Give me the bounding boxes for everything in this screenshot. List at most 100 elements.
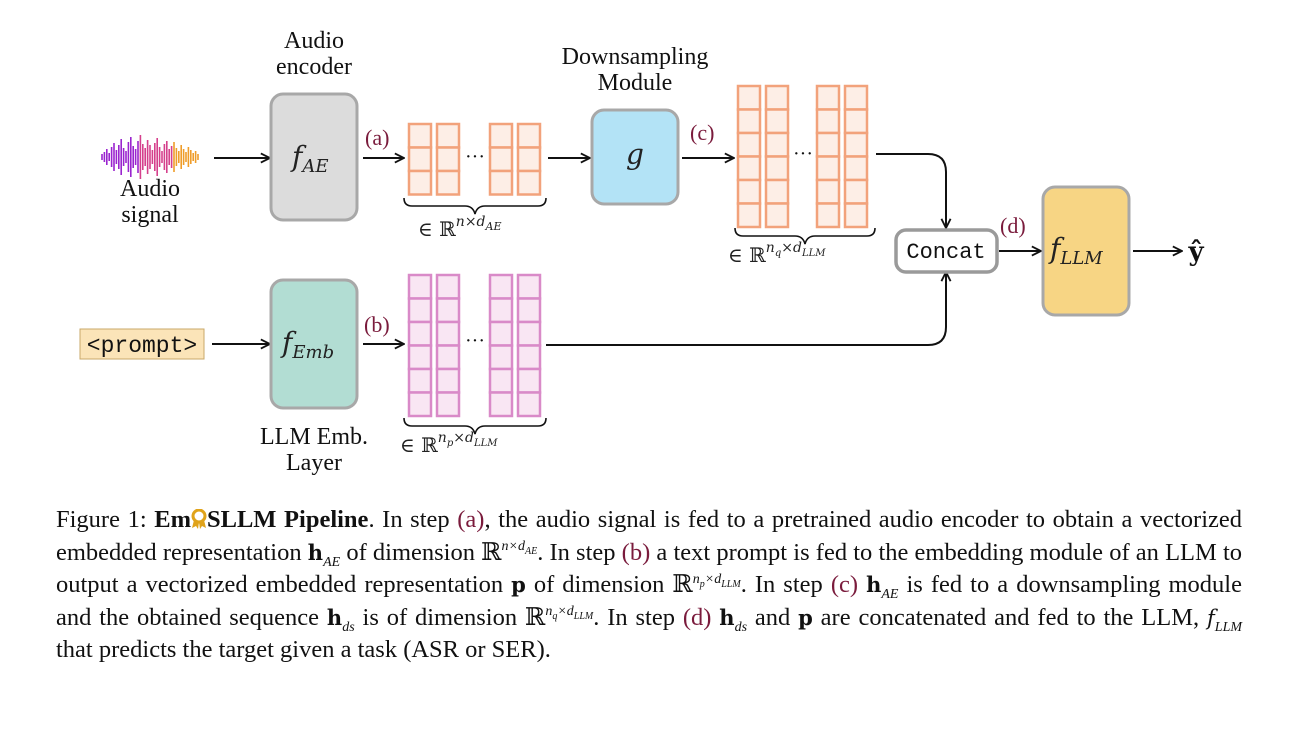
audio-signal-label-line1: Audio	[120, 176, 180, 202]
g-symbol: g	[626, 138, 644, 171]
llm-embedding-layer-box	[269, 278, 359, 410]
token-cell	[843, 202, 869, 229]
token-cell	[407, 320, 433, 347]
token-cell	[488, 122, 514, 149]
ref-step-a[interactable]: (a)	[457, 506, 485, 533]
dim-q-label: ∈ ℝnq×dLLM	[728, 240, 826, 267]
step-c-label: (c)	[690, 120, 714, 145]
token-cell	[736, 131, 762, 158]
token-cell	[736, 202, 762, 229]
token-cell	[435, 273, 461, 300]
token-cell	[516, 344, 542, 371]
token-cell	[488, 146, 514, 173]
token-cell	[516, 273, 542, 300]
token-cell	[736, 178, 762, 205]
concat-box	[894, 228, 999, 274]
token-cell	[764, 131, 790, 158]
token-cell	[407, 297, 433, 324]
token-cell	[435, 320, 461, 347]
downsampling-label-line2: Module	[598, 70, 673, 96]
dim-p-label: ∈ ℝnp×dLLM	[400, 430, 498, 457]
prompt-embedding-tokens	[407, 273, 542, 418]
ellipsis-p: ···	[465, 330, 485, 352]
token-cell	[764, 202, 790, 229]
token-cell	[764, 155, 790, 182]
ref-step-c[interactable]: (c)	[830, 571, 859, 598]
token-cell	[407, 367, 433, 394]
output-y-hat: ŷ	[1187, 237, 1204, 267]
token-cell	[488, 297, 514, 324]
figure-label: Figure 1:	[56, 506, 147, 533]
brace-q	[734, 227, 876, 245]
downsampling-module-box	[590, 108, 680, 206]
medal-icon	[191, 509, 207, 529]
token-cell	[516, 297, 542, 324]
audio-embedding-tokens	[407, 122, 542, 196]
token-cell	[764, 108, 790, 135]
brace-ae	[403, 197, 547, 215]
token-cell	[516, 122, 542, 149]
token-cell	[736, 155, 762, 182]
token-cell	[407, 146, 433, 173]
token-cell	[407, 169, 433, 196]
token-cell	[815, 84, 841, 111]
token-cell	[815, 108, 841, 135]
audio-encoder-label-line2: encoder	[276, 54, 352, 80]
downsampled-tokens	[736, 84, 869, 229]
dim-ae-label: ∈ ℝn×dAE	[418, 214, 502, 241]
prompt-box	[79, 328, 205, 360]
token-cell	[407, 273, 433, 300]
token-cell	[488, 344, 514, 371]
token-cell	[488, 169, 514, 196]
brace-p	[403, 417, 547, 435]
token-cell	[736, 84, 762, 111]
token-cell	[815, 178, 841, 205]
token-cell	[488, 367, 514, 394]
token-cell	[843, 84, 869, 111]
ellipsis-ae: ···	[465, 146, 485, 168]
token-cell	[488, 273, 514, 300]
ref-step-d[interactable]: (d)	[682, 603, 712, 631]
arrow-tokens-to-concat	[876, 153, 946, 228]
llm-emb-label-line1: LLM Emb.	[260, 424, 368, 450]
step-b-label: (b)	[364, 312, 390, 337]
audio-encoder-box	[269, 92, 359, 222]
token-cell	[516, 391, 542, 418]
token-cell	[516, 146, 542, 173]
downsampling-label-line1: Downsampling	[562, 44, 709, 70]
step-a-label: (a)	[365, 125, 389, 150]
token-cell	[488, 320, 514, 347]
token-cell	[407, 122, 433, 149]
token-cell	[815, 131, 841, 158]
token-cell	[435, 367, 461, 394]
token-cell	[764, 84, 790, 111]
arrow-prompt-tokens-to-concat	[546, 272, 946, 346]
token-cell	[764, 178, 790, 205]
f-llm-symbol: fLLM	[1048, 232, 1103, 269]
token-cell	[435, 297, 461, 324]
token-cell	[516, 169, 542, 196]
token-cell	[516, 320, 542, 347]
ref-step-b[interactable]: (b)	[621, 538, 651, 566]
llm-emb-label-line2: Layer	[286, 450, 342, 476]
token-cell	[843, 155, 869, 182]
audio-encoder-label-line1: Audio	[284, 28, 344, 54]
concat-label: Concat	[906, 240, 985, 265]
ellipsis-q: ···	[793, 143, 813, 165]
token-cell	[435, 122, 461, 149]
pipeline-diagram: Audio signal Audio encoder fAE (a) ··· ∈…	[79, 28, 1204, 476]
step-d-label: (d)	[1000, 213, 1026, 238]
token-cell	[815, 202, 841, 229]
token-cell	[843, 178, 869, 205]
token-cell	[843, 108, 869, 135]
token-cell	[815, 155, 841, 182]
token-cell	[435, 344, 461, 371]
llm-box	[1041, 185, 1131, 317]
token-cell	[435, 146, 461, 173]
audio-waveform-icon	[101, 135, 199, 179]
token-cell	[435, 169, 461, 196]
token-cell	[407, 391, 433, 418]
token-cell	[843, 131, 869, 158]
